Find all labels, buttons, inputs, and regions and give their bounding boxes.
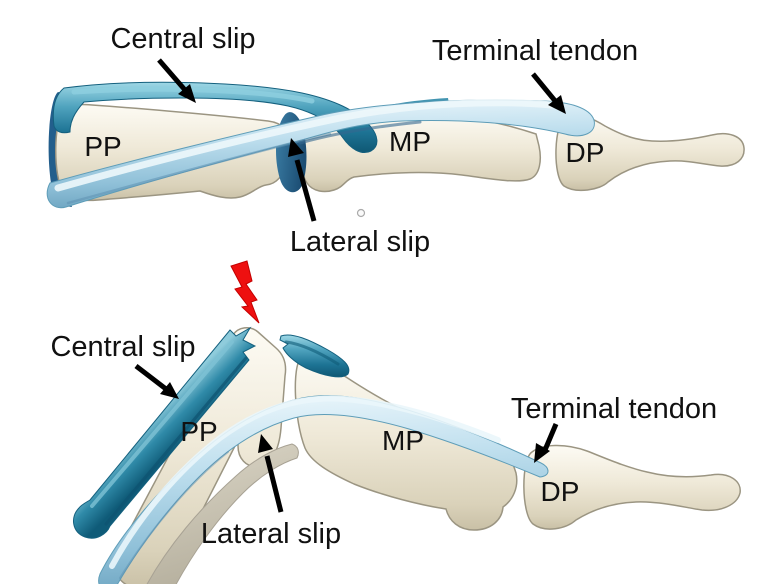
terminal-tendon-arrow-top bbox=[531, 72, 566, 114]
dp-label-top: DP bbox=[566, 137, 605, 168]
lightning-bolt-icon bbox=[230, 260, 260, 324]
mp-label-bottom: MP bbox=[382, 425, 424, 456]
lateral-slip-label-top: Lateral slip bbox=[290, 226, 430, 258]
mp-label-top: MP bbox=[389, 126, 431, 157]
pp-label-top: PP bbox=[84, 131, 121, 162]
pp-label-bottom: PP bbox=[180, 416, 217, 447]
central-slip-torn-proximal bbox=[73, 326, 257, 539]
central-slip-arrow-top bbox=[157, 58, 196, 103]
central-slip-label-top: Central slip bbox=[110, 23, 255, 55]
speck-artifact bbox=[356, 208, 366, 218]
lateral-band-shadow-edge bbox=[119, 451, 229, 579]
central-slip-highlight bbox=[71, 86, 315, 104]
torn-stub-dark-edge bbox=[104, 356, 248, 526]
terminal-tendon-label-bottom: Terminal tendon bbox=[511, 393, 717, 425]
lateral-band-highlight bbox=[109, 395, 501, 569]
central-slip-label-bottom: Central slip bbox=[50, 331, 195, 363]
lateral-slip-arrow-bottom bbox=[258, 434, 284, 513]
distal-phalanx-bone-bottom bbox=[523, 444, 741, 530]
top-panel: Central slip Terminal tendon Lateral sli… bbox=[46, 23, 745, 258]
band-under-edge bbox=[298, 120, 422, 145]
terminal-tendon-label-top: Terminal tendon bbox=[432, 35, 638, 67]
torn-stub-highlight bbox=[90, 340, 234, 508]
light-tendon-highlight bbox=[54, 99, 556, 192]
dp-label-bottom: DP bbox=[541, 476, 580, 507]
accessory-band bbox=[146, 443, 299, 584]
distal-phalanx-bone bbox=[555, 113, 745, 192]
torn-distal-dark-edge bbox=[284, 340, 340, 366]
lateral-slip-arrow-top bbox=[288, 138, 317, 222]
bottom-panel: Central slip Terminal tendon Lateral sli… bbox=[50, 260, 741, 584]
light-tendon-shadow-edge bbox=[66, 132, 332, 205]
terminal-tendon-arrow-bottom bbox=[534, 423, 559, 463]
central-slip-arrow-bottom bbox=[134, 364, 179, 399]
lateral-slip-label-bottom: Lateral slip bbox=[201, 518, 341, 550]
